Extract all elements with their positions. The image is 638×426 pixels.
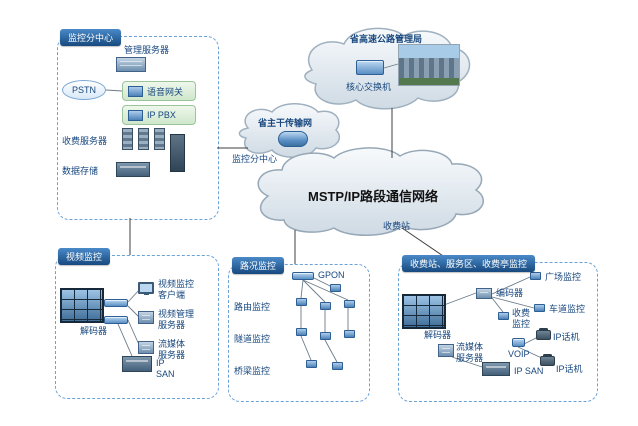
zone-title-road: 路况监控 (232, 257, 285, 274)
video-mgmt-server-label: 视频管理服务器 (158, 309, 195, 331)
encoder-icon (476, 288, 492, 299)
core-switch-icon (356, 60, 384, 75)
toll-stream-server-icon (438, 344, 454, 357)
video-mgmt-server-icon (138, 311, 154, 324)
roadside-node-icon (332, 362, 343, 370)
backbone-side-label: 监控分中心 (232, 154, 278, 164)
roadside-node-icon (344, 330, 355, 338)
server-tower-icon (170, 134, 185, 172)
ip-phone-icon (536, 328, 551, 340)
stream-server-icon (138, 341, 154, 354)
toll-ip-san-icon (482, 362, 510, 376)
toll-decoder-label: 解码器 (424, 330, 452, 340)
roadside-node-icon (296, 328, 307, 336)
ip-san-icon (122, 356, 152, 372)
roadside-node-icon (330, 284, 341, 292)
toll-server-icon (122, 128, 133, 150)
video-decoder-label: 解码器 (80, 326, 108, 336)
zone-title-video: 视频监控 (58, 248, 111, 265)
data-storage-label: 数据存储 (62, 166, 99, 176)
video-client-icon (138, 282, 154, 295)
zone-title-monitor-center: 监控分中心 (60, 29, 122, 46)
video-switch-icon (104, 299, 128, 307)
toll-server-icon (138, 128, 149, 150)
toll-server-label: 收费服务器 (62, 136, 108, 146)
ip-pbx-label: IP PBX (147, 110, 176, 120)
tunnel-monitor-label: 隧道监控 (234, 334, 271, 344)
backbone-title: 省主干传输网 (258, 118, 313, 128)
roadside-node-icon (296, 298, 307, 306)
voip-icon (512, 338, 525, 347)
lane-monitor-label: 车道监控 (549, 304, 586, 314)
toll-station-label: 收费站 (383, 221, 411, 231)
plaza-monitor-label: 广场监控 (545, 272, 582, 282)
router-icon (278, 131, 308, 147)
lane-camera-icon (534, 304, 545, 312)
roadside-node-icon (344, 300, 355, 308)
pstn-node: PSTN (62, 80, 106, 100)
zone-road-monitoring (228, 264, 370, 402)
ip-pbx-node: IP PBX (122, 105, 196, 125)
pbx-icon (128, 109, 143, 121)
video-wall-icon (60, 288, 104, 323)
voice-gateway-node: 语音网关 (122, 81, 196, 101)
toll-server-icon (154, 128, 165, 150)
roadside-node-icon (320, 332, 331, 340)
plaza-camera-icon (530, 272, 541, 280)
ip-phone-icon (540, 354, 555, 366)
toll-camera-icon (498, 312, 509, 320)
gpon-label: GPON (318, 270, 345, 280)
gpon-switch-icon (292, 272, 314, 280)
encoder-label: 编码器 (496, 288, 524, 298)
storage-icon (116, 162, 150, 177)
roadside-node-icon (320, 302, 331, 310)
ip-phone-label: IP话机 (553, 332, 580, 342)
toll-ip-san-label: IP SAN (514, 366, 544, 376)
video-client-label: 视频监控客户端 (158, 279, 195, 301)
voip-label: VOIP (508, 349, 530, 359)
mgmt-server-icon (116, 57, 146, 72)
toll-monitor-label: 收费监控 (512, 308, 531, 330)
video-switch-icon (104, 316, 128, 324)
mstp-title: MSTP/IP路段通信网络 (307, 189, 438, 204)
stream-server-label: 流媒体服务器 (158, 339, 186, 361)
pstn-label: PSTN (71, 85, 96, 95)
roadside-node-icon (306, 360, 317, 368)
zone-monitor-center (57, 36, 219, 220)
ip-san-label: IP SAN (156, 358, 175, 380)
gateway-icon (128, 85, 143, 97)
mgmt-server-label: 管理服务器 (124, 45, 170, 55)
route-monitor-label: 路由监控 (234, 302, 271, 312)
voice-gateway-label: 语音网关 (147, 86, 184, 97)
bridge-monitor-label: 桥梁监控 (234, 366, 271, 376)
bureau-photo (398, 44, 460, 86)
toll-wall-icon (402, 294, 446, 329)
zone-video-surveillance (55, 255, 219, 399)
zone-title-toll: 收费站、服务区、收费亭监控 (402, 255, 536, 272)
core-switch-label: 核心交换机 (346, 82, 392, 92)
ip-phone-label: IP话机 (556, 364, 583, 374)
